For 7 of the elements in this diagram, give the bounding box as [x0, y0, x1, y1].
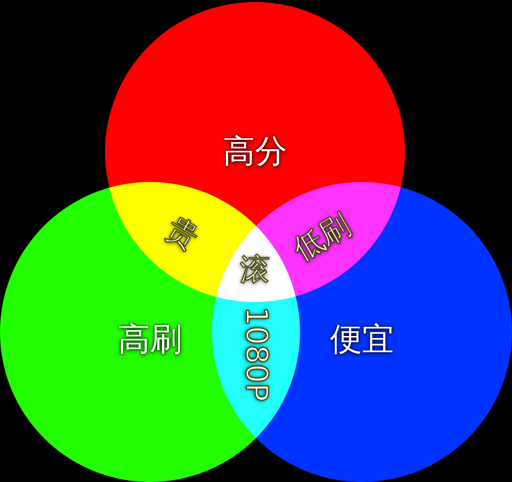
circle-label: 高分: [223, 131, 287, 172]
overlap-label: 低刷: [286, 206, 358, 270]
circle-label: 高刷: [118, 319, 182, 360]
overlap-label: 贵: [159, 210, 205, 259]
overlap-label: 滚: [240, 252, 270, 290]
circle-label: 便宜: [330, 319, 394, 360]
overlap-label: 1080P: [238, 306, 274, 402]
